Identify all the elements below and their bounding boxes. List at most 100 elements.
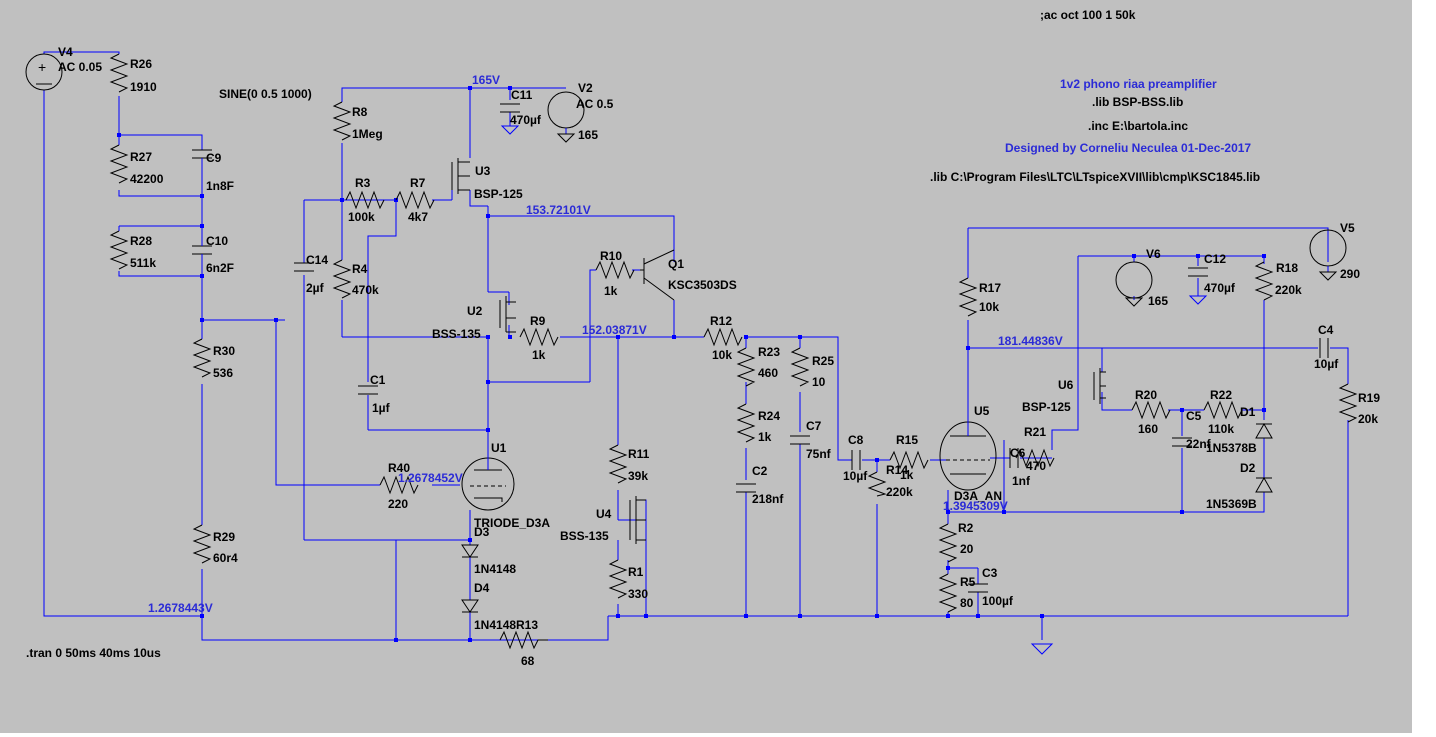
r22-ref: R22	[1210, 388, 1232, 402]
r14-ref: R14	[886, 463, 908, 477]
node-voltage-label: 152.03871V	[582, 323, 647, 337]
r27-resistor	[109, 144, 129, 184]
node-voltage-label: 1.3945309V	[943, 499, 1008, 513]
r29-ref: R29	[213, 530, 235, 544]
v5-ref: V5	[1340, 221, 1355, 235]
c1-value: 1µf	[372, 401, 391, 415]
u5-ref: U5	[974, 404, 990, 418]
lib2-directive[interactable]: .lib C:\Program Files\LTC\LTspiceXVII\li…	[930, 170, 1260, 184]
d4-value: 1N4148	[474, 618, 516, 632]
v4-source[interactable]: +	[25, 53, 63, 91]
circuit-title: 1v2 phono riaa preamplifier	[1060, 77, 1217, 91]
r15-value: 1k	[900, 468, 914, 482]
r2-resistor	[938, 523, 958, 563]
u5-triode	[939, 416, 997, 491]
u4-value: BSS-135	[560, 529, 609, 543]
r29-value: 60r4	[213, 551, 238, 565]
r40-value: 220	[388, 497, 408, 511]
u2-value: BSS-135	[432, 327, 481, 341]
ground-icon	[1188, 295, 1208, 305]
q1-transistor	[640, 249, 675, 301]
r3-resistor	[345, 190, 385, 210]
v5-source[interactable]	[1309, 229, 1347, 281]
node-voltage-label: 1.2678452V	[398, 471, 463, 485]
r2-value: 20	[960, 542, 974, 556]
r9-resistor	[519, 327, 559, 347]
r13-resistor	[499, 630, 548, 650]
c8-ref: C8	[848, 433, 864, 447]
r40-ref: R40	[388, 461, 410, 475]
diodes	[461, 422, 1273, 613]
node-voltage-label: 153.72101V	[526, 203, 591, 217]
ground-icon	[1030, 643, 1054, 655]
r24-value: 1k	[758, 430, 772, 444]
junction-dots	[117, 86, 1266, 642]
schematic-canvas[interactable]: +	[0, 0, 1412, 733]
c1-ref: C1	[370, 373, 386, 387]
r5-ref: R5	[960, 575, 976, 589]
d2-value: 1N5369B	[1206, 497, 1257, 511]
c10-value: 6n2F	[206, 261, 234, 275]
capacitors	[192, 103, 1329, 593]
r9-ref: R9	[530, 314, 546, 328]
r7-ref: R7	[410, 176, 426, 190]
mosfets	[451, 158, 1106, 544]
c9-value: 1n8F	[206, 179, 234, 193]
r22-resistor	[1203, 400, 1243, 420]
r13-ref: R13	[516, 618, 538, 632]
v2-source[interactable]	[547, 91, 585, 143]
sine-value[interactable]: SINE(0 0.5 1000)	[219, 87, 312, 101]
c14-ref: C14	[306, 253, 328, 267]
r10-value: 1k	[604, 284, 618, 298]
d1-value: 1N5378B	[1206, 441, 1257, 455]
tran-directive[interactable]: .tran 0 50ms 40ms 10us	[26, 646, 161, 660]
r5-value: 80	[960, 596, 974, 610]
c5-value: 22nf	[1186, 437, 1212, 451]
r10-ref: R10	[600, 249, 622, 263]
r25-value: 10	[812, 375, 826, 389]
v2-value: AC 0.5	[576, 97, 614, 111]
c3-value: 100µf	[982, 594, 1014, 608]
inc-directive[interactable]: .inc E:\bartola.inc	[1088, 119, 1188, 133]
c4-value: 10µf	[1314, 357, 1339, 371]
wires	[43, 51, 1349, 641]
ac-directive[interactable]: ;ac oct 100 1 50k	[1040, 8, 1136, 22]
c9-ref: C9	[206, 151, 222, 165]
schematic-svg[interactable]: +	[0, 0, 1412, 733]
r30-value: 536	[213, 366, 233, 380]
node-voltage-label: 1.2678443V	[148, 601, 213, 615]
u6-value: BSP-125	[1022, 400, 1071, 414]
symbols: +	[25, 53, 1358, 655]
r22-value: 110k	[1208, 422, 1234, 436]
v2-ref: V2	[578, 81, 593, 95]
v5-value: 290	[1340, 267, 1360, 281]
svg-text:+: +	[38, 59, 46, 75]
r29-resistor	[192, 524, 212, 564]
r18-resistor	[1254, 261, 1274, 301]
c3-ref: C3	[982, 566, 998, 580]
c7-ref: C7	[806, 419, 822, 433]
r7-value: 4k7	[408, 210, 428, 224]
r23-ref: R23	[758, 345, 780, 359]
u3-value: BSP-125	[474, 187, 523, 201]
r30-resistor	[192, 338, 212, 378]
r21-ref: R21	[1024, 425, 1046, 439]
r8-resistor	[332, 101, 352, 141]
r1-resistor	[608, 559, 628, 599]
v6-source[interactable]	[1115, 261, 1153, 307]
lib-directive[interactable]: .lib BSP-BSS.lib	[1092, 95, 1183, 109]
c14-value: 2µf	[306, 281, 325, 295]
node-voltage-label: 165V	[472, 73, 500, 87]
r14-resistor	[867, 471, 887, 497]
r19-ref: R19	[1358, 391, 1380, 405]
r30-ref: R30	[213, 344, 235, 358]
r25-resistor	[790, 347, 810, 387]
c6-value: 1nf	[1012, 474, 1031, 488]
r11-value: 39k	[628, 469, 648, 483]
r21-value: 470	[1026, 459, 1046, 473]
c5-ref: C5	[1186, 409, 1202, 423]
r19-value: 20k	[1358, 412, 1378, 426]
r26-value: 1910	[130, 80, 157, 94]
r15-resistor	[889, 450, 929, 470]
r27-ref: R27	[130, 150, 152, 164]
